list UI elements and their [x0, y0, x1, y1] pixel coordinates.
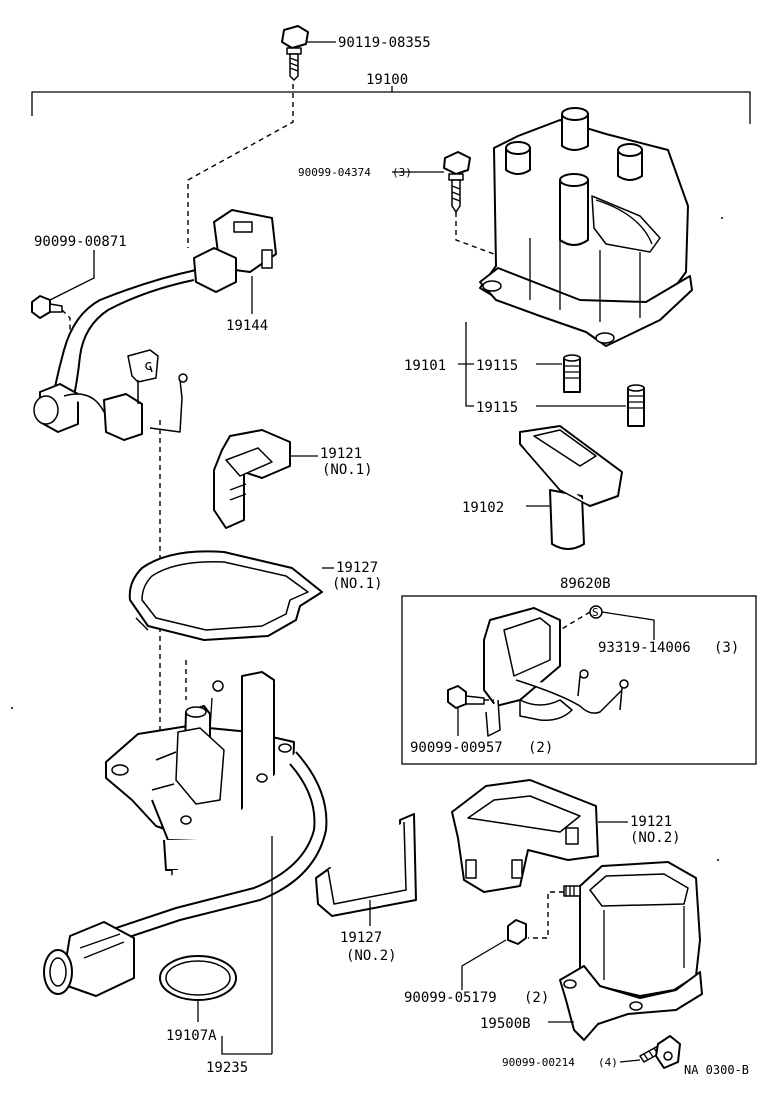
label-p13: 93319-14006 [598, 640, 691, 656]
qty-p17: (2) [524, 990, 549, 1006]
callout-s: S [592, 606, 599, 619]
qty-p3: (3) [392, 166, 412, 179]
label-p7: 19115 [476, 358, 518, 374]
qty-p13: (3) [714, 640, 739, 656]
screw-90099-00871 [31, 295, 63, 319]
screw-90099-00957 [447, 685, 485, 709]
bolt-90099-00214 [639, 1035, 681, 1069]
label-p8: 19115 [476, 400, 518, 416]
sensor-connector-19144: c [33, 209, 277, 441]
sensor-tag-mark: c [144, 358, 152, 374]
label-p21: 19235 [206, 1060, 248, 1076]
cover-19121-no2 [451, 779, 599, 893]
bracket-19100 [31, 86, 751, 124]
label-p2: 19100 [366, 72, 408, 88]
carbon-spring-19115-b [627, 384, 645, 427]
igniter-89620B [483, 607, 629, 737]
label-p15: 19121 [630, 814, 672, 830]
rotor-19102 [519, 425, 623, 550]
label-p3: 90099-04374 [298, 166, 371, 179]
label-p12: 89620B [560, 576, 611, 592]
label-p10: 19102 [462, 500, 504, 516]
label-p9: 19121 [320, 446, 362, 462]
qty-p14: (2) [528, 740, 553, 756]
label-p16: 19127 [340, 930, 382, 946]
qty-p19: (4) [598, 1056, 618, 1069]
carbon-spring-19115-a [563, 354, 581, 393]
qty-p16: (NO.2) [346, 948, 397, 964]
qty-p15: (NO.2) [630, 830, 681, 846]
label-p5: 19144 [226, 318, 268, 334]
label-p6: 19101 [404, 358, 446, 374]
qty-p11: (NO.1) [332, 576, 383, 592]
gasket-19127-no1 [128, 550, 323, 641]
bolt-90119-08355 [281, 25, 309, 81]
coil-19500B [559, 861, 703, 1041]
label-p11: 19127 [336, 560, 378, 576]
label-p19: 90099-00214 [502, 1056, 575, 1069]
drawing-code: NA 0300-B [684, 1063, 749, 1077]
qty-p9: (NO.1) [322, 462, 373, 478]
housing-19235 [43, 671, 328, 997]
cover-19121-no1 [213, 429, 291, 529]
label-p1: 90119-08355 [338, 35, 431, 51]
label-p4: 90099-00871 [34, 234, 127, 250]
label-p18: 19500B [480, 1016, 531, 1032]
gasket-19127-no2 [315, 813, 417, 917]
distributor-cap-19101 [479, 107, 693, 347]
nut-90099-05179 [507, 919, 527, 945]
label-p14: 90099-00957 [410, 740, 503, 756]
label-p20: 19107A [166, 1028, 217, 1044]
label-p17: 90099-05179 [404, 990, 497, 1006]
box-89620B [401, 595, 757, 765]
bolt-90099-04374 [443, 151, 471, 213]
oring-19107A [159, 955, 237, 1001]
